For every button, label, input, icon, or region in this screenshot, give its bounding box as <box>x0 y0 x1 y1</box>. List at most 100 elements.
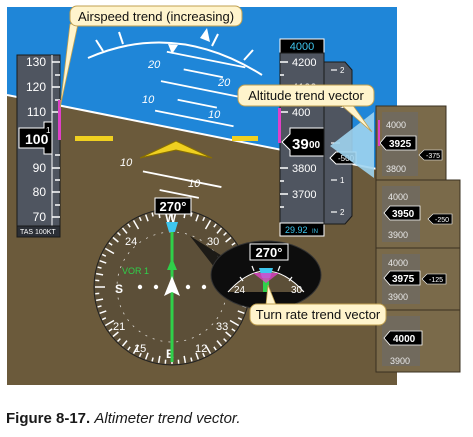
hsi-tick <box>151 212 154 217</box>
strip-current: 3925 <box>389 139 412 150</box>
airspeed-tick: 130 <box>26 55 46 69</box>
hsi-number: 30 <box>207 236 219 248</box>
pitch-label: 10 <box>120 157 133 169</box>
hsi-tick <box>117 338 121 342</box>
airspeed-tick: 80 <box>33 185 47 199</box>
pitch-ladder <box>142 50 246 199</box>
selected-altitude: 4000 <box>290 41 314 53</box>
pitch-label: 10 <box>188 178 201 190</box>
hsi-number: 21 <box>113 321 125 333</box>
airspeed-tape: 130 120 110 90 80 70 100 1 TAS 100KT <box>16 54 61 238</box>
hsi-tick <box>225 331 232 338</box>
inset-number: 30 <box>291 285 303 296</box>
hsi-tick <box>101 253 107 257</box>
callout-altitude-text: Altitude trend vector <box>248 88 364 103</box>
figure-title: Altimeter trend vector. <box>94 410 241 427</box>
cdi-dots <box>137 284 207 290</box>
hsi-tick <box>99 310 107 315</box>
pitch-label: 10 <box>208 109 221 121</box>
altitude-strip: 4000 3925 -375 3800 <box>375 105 447 181</box>
inset-number: 24 <box>234 285 246 296</box>
hsi-tick <box>190 212 193 217</box>
altitude-current-hundreds: 39 <box>292 136 309 153</box>
hsi-tick <box>108 328 113 332</box>
hsi-tick <box>190 357 193 362</box>
trend-vector-wedge <box>330 112 374 178</box>
strip-vsi: -125 <box>429 277 443 284</box>
hsi-tick <box>225 236 232 243</box>
hsi-tick <box>144 214 149 222</box>
hsi-number: 12 <box>195 343 207 355</box>
hsi-tick <box>202 216 206 222</box>
hsi-tick <box>108 242 113 246</box>
altitude-strip-stack: 4000 3925 -375 3800 4000 3950 -250 3900 … <box>375 105 461 373</box>
hsi-tick <box>231 242 236 246</box>
hsi-tick <box>132 344 140 355</box>
altitude-strip: 4000 3975 -125 3900 <box>375 247 461 311</box>
hsi-tick <box>96 272 104 276</box>
strip-current: 3975 <box>392 274 415 285</box>
callout-altitude-trend: Altitude trend vector <box>237 84 375 133</box>
callout-turn-rate-text: Turn rate trend vector <box>256 307 381 322</box>
roll-pointer <box>168 44 178 54</box>
hsi-tick <box>157 355 161 363</box>
strip-bottom: 3800 <box>386 164 406 174</box>
hsi-tick <box>195 352 200 360</box>
altitude-strip: 4000 3950 -250 3900 <box>375 179 461 249</box>
hsi-tick <box>229 319 240 327</box>
roll-index-triangle <box>200 28 210 42</box>
hsi-tick <box>121 227 128 234</box>
strip-top: 4000 <box>388 258 408 268</box>
strip-bottom: 3900 <box>388 230 408 240</box>
strip-bottom: 3900 <box>388 292 408 302</box>
altitude-strip: 4000 3900 <box>375 309 461 373</box>
hsi-tick <box>104 319 115 327</box>
hsi-tick <box>231 328 236 332</box>
hsi-tick <box>195 214 200 222</box>
nav-source-label: VOR 1 <box>122 266 149 276</box>
hsi-cardinal: E <box>166 347 174 361</box>
aircraft-symbol <box>139 140 213 159</box>
airspeed-tick: 70 <box>33 210 47 224</box>
hsi-number: 15 <box>134 343 146 355</box>
baro-unit: IN <box>312 229 318 235</box>
altitude-trend-vector <box>278 108 281 143</box>
altitude-tick: 3700 <box>292 189 316 201</box>
hsi-tick <box>237 310 245 315</box>
hsi-tick <box>144 352 149 360</box>
airspeed-trend-vector <box>58 100 61 140</box>
callout-airspeed-text: Airspeed trend (increasing) <box>78 9 234 24</box>
hsi-tick <box>97 266 102 269</box>
altitude-current-tens: 00 <box>309 140 321 151</box>
hsi-tick <box>204 219 212 230</box>
hsi-tick <box>132 219 140 230</box>
inset-heading-box <box>249 243 289 261</box>
hsi-tick <box>117 232 121 236</box>
hsi-tick <box>138 352 142 358</box>
hsi-tick <box>97 305 102 308</box>
hsi-tick <box>151 357 154 362</box>
hsi-tick <box>183 355 187 363</box>
inset-heading-readout: 270° <box>256 245 283 260</box>
airspeed-readout-box <box>18 121 53 155</box>
baro-setting: 29.92 <box>285 225 308 235</box>
tas-label: TAS 100KT <box>20 229 56 236</box>
airspeed-tick: 90 <box>33 161 47 175</box>
hsi-tick <box>213 223 217 228</box>
hsi-tick <box>127 346 131 351</box>
hsi-tick <box>112 236 119 243</box>
airspeed-tick: 120 <box>26 80 46 94</box>
strip-vsi: -250 <box>435 217 449 224</box>
hsi-tick <box>96 298 104 302</box>
strip-vsi: -375 <box>426 153 440 160</box>
hsi-tick <box>138 216 142 222</box>
hsi-tick <box>104 247 115 255</box>
airspeed-current: 100 <box>25 131 49 147</box>
heading-readout: 270° <box>160 199 187 214</box>
roll-label: 20 <box>147 59 161 71</box>
left-wing-bar <box>75 136 113 141</box>
hsi-tick <box>223 338 227 342</box>
hsi-tick <box>216 340 223 347</box>
strip-current: 3950 <box>392 209 415 220</box>
figure-caption: Figure 8-17. Altimeter trend vector. <box>6 410 241 427</box>
